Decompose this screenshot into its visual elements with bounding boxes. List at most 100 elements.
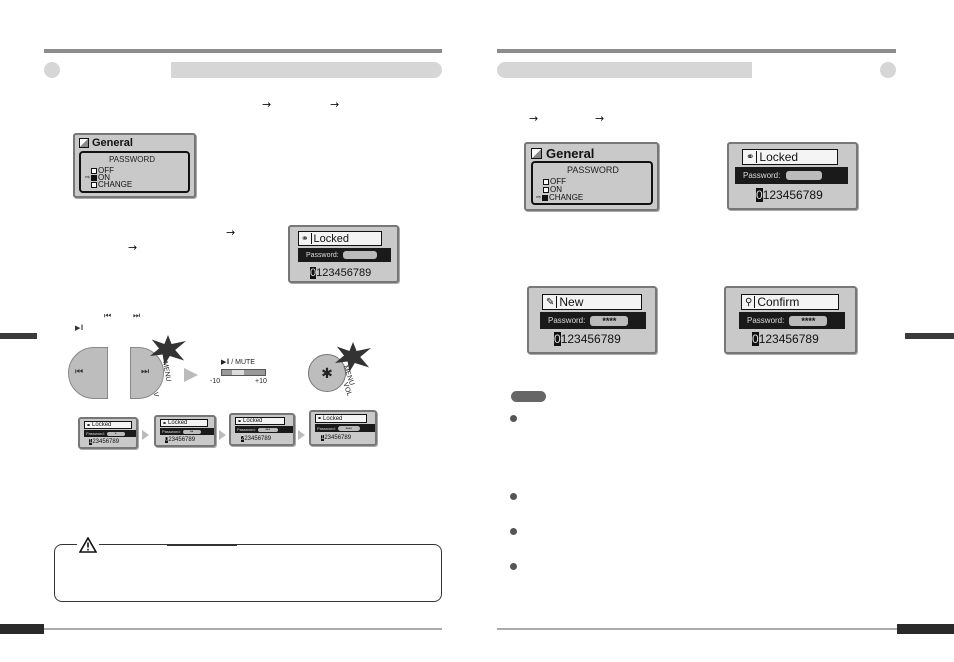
- locked-title-bar: ⚭ Locked: [298, 231, 382, 246]
- option-on[interactable]: ⇨ON: [85, 173, 111, 182]
- left-arrow-2: →: [330, 98, 340, 111]
- volume-min: -10: [210, 378, 221, 385]
- step-arrow-1: [184, 368, 198, 382]
- confirm-password-field[interactable]: ****: [789, 315, 828, 326]
- dial-v-label: V: [151, 391, 160, 398]
- strip-title-4: ⚭Locked: [315, 414, 367, 423]
- right-general-screen: General PASSWORD OFF ON ⇨CHANGE: [524, 142, 659, 211]
- cube-icon-right: [531, 148, 542, 159]
- general-title-right: General: [546, 146, 595, 161]
- strip-title-1: ⚭Locked: [84, 421, 132, 429]
- left-arrow-3: →: [226, 226, 236, 239]
- left-arrow-1: →: [262, 98, 272, 111]
- next-button-icon: ⏭: [141, 366, 150, 376]
- password-heading: PASSWORD: [109, 155, 156, 164]
- right-header-pill-large: [497, 62, 752, 78]
- new-password-bar: Password: ****: [540, 312, 646, 329]
- strip-screen-4: ⚭Locked Password:**** 123456789: [309, 410, 377, 446]
- dial-center-button[interactable]: ✱: [308, 354, 346, 392]
- checkbox-off-right: [543, 179, 549, 185]
- asterisk-icon: ✱: [321, 364, 333, 381]
- confirm-digit-row[interactable]: 0123456789: [752, 332, 819, 346]
- left-general-screen: General PASSWORD OFF ⇨ON CHANGE: [73, 133, 196, 198]
- strip-pw-2: Password:**: [160, 428, 214, 435]
- note-pill: [511, 391, 546, 402]
- strip-pw-1: Password:*: [84, 430, 136, 437]
- cursor-arrow-icon: ⇨: [85, 175, 91, 181]
- strip-pw-4: Password:****: [315, 424, 375, 432]
- locked-title-bar-right: ⚭ Locked: [742, 149, 838, 165]
- right-bottom-tab: [897, 624, 954, 634]
- confirm-title: Confirm: [757, 295, 800, 309]
- new-password-field[interactable]: ****: [590, 315, 629, 326]
- dial-left-half[interactable]: ⏮: [68, 347, 108, 399]
- right-header-pill-small: [880, 62, 896, 78]
- general-title: General: [92, 137, 133, 149]
- checkbox-change: [91, 182, 97, 188]
- strip-arrow-1: [142, 430, 149, 440]
- general-options-box: PASSWORD OFF ⇨ON CHANGE: [79, 151, 190, 193]
- left-header-bar: [44, 62, 442, 78]
- bullet-4: [510, 563, 517, 570]
- new-title-bar: ✎ New: [542, 294, 642, 310]
- new-digit-row[interactable]: 0123456789: [554, 332, 621, 346]
- right-arrow-1: →: [529, 112, 539, 125]
- general-header: General: [79, 137, 133, 149]
- option-change-right[interactable]: ⇨CHANGE: [536, 193, 584, 202]
- strip-digits-3: 223456789: [241, 436, 272, 442]
- new-password-screen: ✎ New Password: **** 0123456789: [527, 286, 657, 354]
- bullet-1: [510, 415, 517, 422]
- play-pause-icon: ▶‖: [75, 325, 84, 332]
- strip-screen-3: ⚭Locked Password:*** 223456789: [229, 413, 295, 446]
- locked-title-right: Locked: [759, 150, 799, 164]
- checkbox-off: [91, 168, 97, 174]
- warning-header-rule: [167, 545, 237, 546]
- left-header-pill-large: [171, 62, 442, 78]
- confirm-title-bar: ⚲ Confirm: [741, 294, 839, 310]
- key-icon-right: ⚭: [746, 151, 755, 163]
- next-track-icon: ⏭: [133, 311, 141, 320]
- pencil-icon: ✎: [546, 296, 555, 308]
- strip-title-3: ⚭Locked: [235, 417, 285, 425]
- cube-icon: [79, 138, 89, 148]
- strip-title-2: ⚭Locked: [160, 419, 208, 427]
- left-bottom-rule: [44, 628, 442, 630]
- digit-row-right[interactable]: 0123456789: [756, 188, 823, 202]
- volume-slider[interactable]: [221, 369, 266, 376]
- digit-row[interactable]: 0123456789: [310, 267, 372, 279]
- new-password-label: Password:: [548, 316, 586, 325]
- option-change[interactable]: CHANGE: [91, 181, 132, 189]
- strip-arrow-3: [298, 430, 305, 440]
- password-bar: Password:: [298, 248, 391, 262]
- checkbox-on: [91, 175, 98, 181]
- key-icon: ⚭: [301, 233, 309, 243]
- volume-max: +10: [255, 378, 267, 385]
- general-options-box-right: PASSWORD OFF ON ⇨CHANGE: [531, 161, 653, 205]
- strip-arrow-2: [219, 430, 226, 440]
- password-label: Password:: [306, 251, 339, 259]
- volume-slider-knob[interactable]: [232, 370, 244, 375]
- strip-screen-1: ⚭Locked Password:* 123456789: [78, 417, 138, 449]
- left-bottom-tab: [0, 624, 44, 634]
- right-edge-tab: [905, 333, 954, 339]
- strip-digits-4: 123456789: [321, 435, 352, 441]
- password-field[interactable]: [342, 251, 377, 259]
- bullet-3: [510, 528, 517, 535]
- password-field-right[interactable]: [786, 171, 823, 180]
- strip-digits-1: 123456789: [89, 439, 120, 445]
- prev-track-icon: ⏮: [104, 311, 112, 320]
- locked-title: Locked: [313, 232, 350, 245]
- confirm-password-bar: Password: ****: [739, 312, 845, 329]
- strip-screen-2: ⚭Locked Password:** 023456789: [154, 415, 216, 447]
- warning-icon: [77, 535, 99, 555]
- checkbox-change-right: [542, 195, 549, 201]
- right-header-bar: [497, 62, 896, 78]
- option-off-right[interactable]: OFF: [543, 178, 566, 186]
- cursor-arrow-icon-right: ⇨: [536, 195, 542, 201]
- strip-digits-2: 023456789: [165, 437, 196, 443]
- strip-pw-3: Password:***: [235, 426, 293, 433]
- option-off[interactable]: OFF: [91, 167, 114, 175]
- right-locked-screen: ⚭ Locked Password: 0123456789: [727, 142, 858, 210]
- locked-strip: ⚭Locked Password:* 123456789 ⚭Locked Pas…: [78, 410, 378, 450]
- option-on-right[interactable]: ON: [543, 186, 562, 194]
